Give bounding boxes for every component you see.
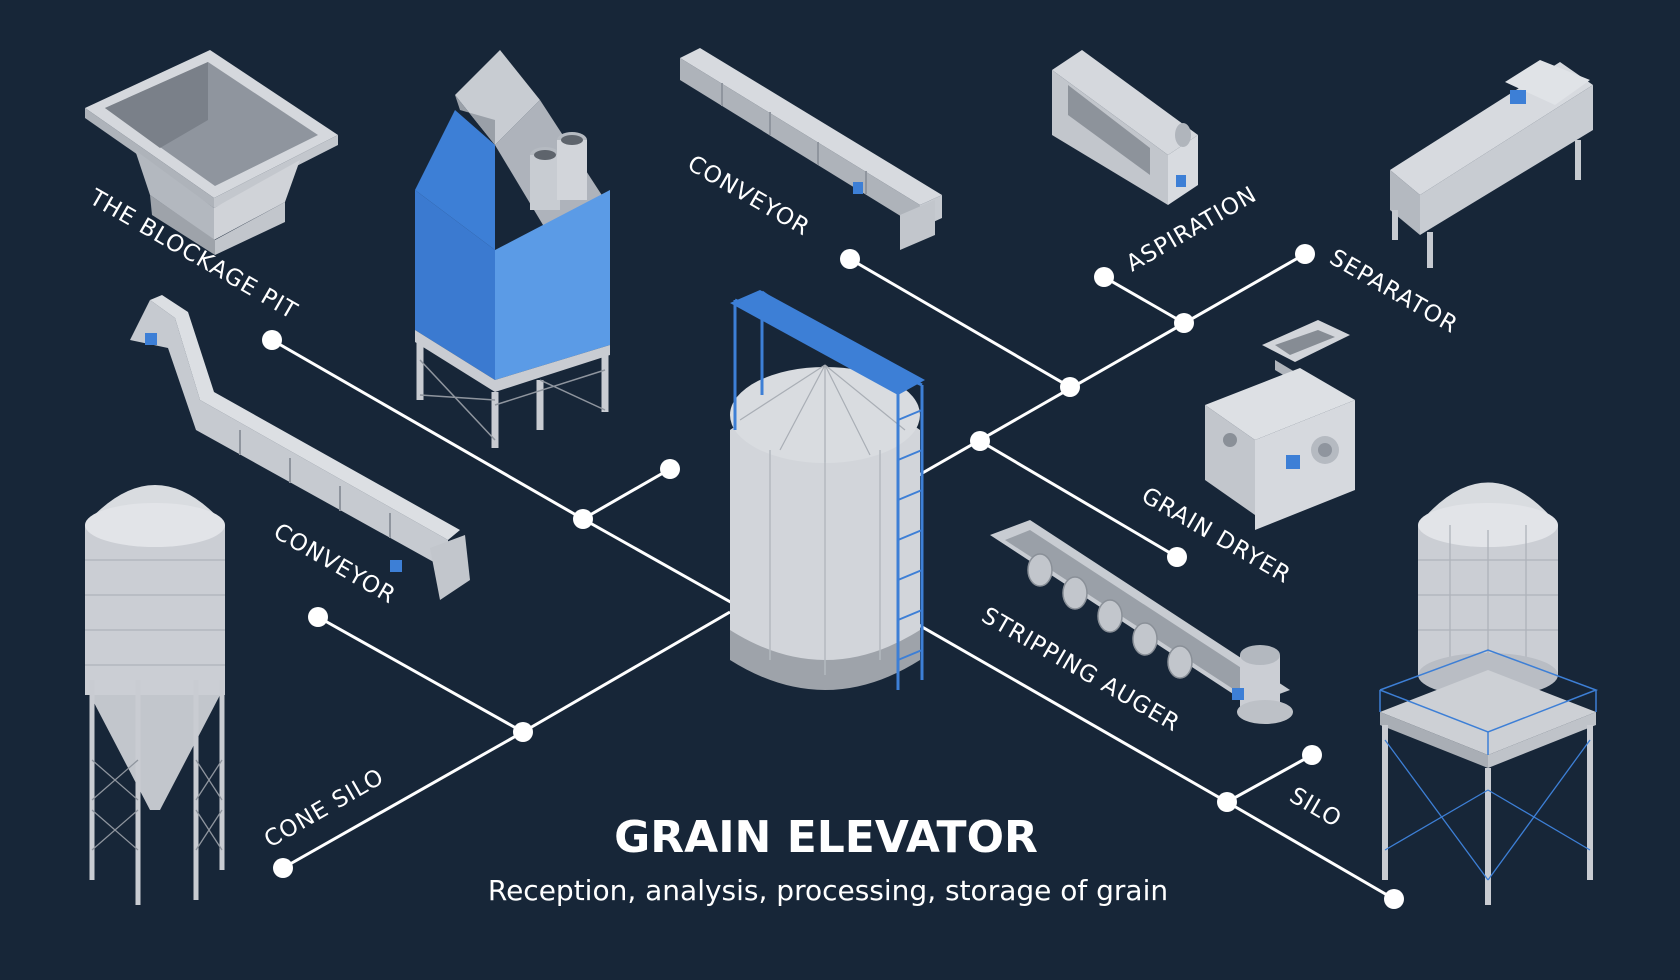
conveyor-top-illustration [680,48,942,250]
label-aspiration: ASPIRATION [1122,182,1262,278]
connector-lines [271,252,1395,901]
label-cone-silo: CONE SILO [260,764,389,853]
cone-silo-illustration [85,485,225,905]
page-title: GRAIN ELEVATOR [614,812,1038,863]
separator-illustration [1390,60,1593,268]
blockage-pit-illustration [85,50,338,255]
connector-dots [262,244,1404,909]
label-silo: SILO [1285,783,1346,833]
label-conveyor-top: CONVEYOR [683,151,814,242]
label-separator: SEPARATOR [1325,245,1462,339]
page-subtitle: Reception, analysis, processing, storage… [488,874,1168,907]
stripping-auger-illustration [990,520,1293,724]
silo-illustration [1379,482,1599,905]
central-silo-illustration [730,290,925,690]
aspiration-illustration [1052,50,1198,205]
grain-dryer-illustration [1205,320,1355,530]
tower-illustration [415,50,610,448]
conveyor-left-illustration [130,295,470,600]
